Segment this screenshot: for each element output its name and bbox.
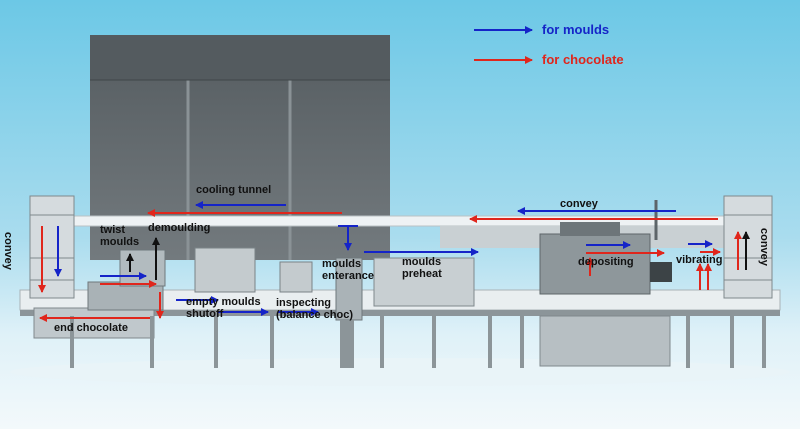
lower-conveyor-rail — [20, 310, 780, 316]
label-vibrating: vibrating — [676, 254, 723, 266]
depositor-machine — [539, 200, 672, 367]
label-end-chocolate: end chocolate — [54, 322, 128, 334]
label-demoulding: demoulding — [148, 222, 211, 234]
machine-legs — [70, 316, 766, 368]
label-empty-moulds-shutoff: empty moulds shutoff — [186, 296, 261, 320]
legend-chocolate-label: for chocolate — [542, 52, 624, 67]
legend-moulds: for moulds — [542, 23, 609, 37]
moulds-entrance-column — [335, 257, 363, 368]
label-moulds-preheat: moulds preheat — [402, 256, 442, 280]
twist-demoulding-machinery — [119, 247, 313, 293]
left-convey-tower — [29, 195, 75, 299]
label-twist-moulds: twist moulds — [100, 224, 140, 248]
right-convey-tower — [723, 195, 773, 299]
label-convey-right: convey — [758, 228, 770, 266]
label-convey-left: convey — [2, 232, 14, 270]
cooling-tunnel-housing — [90, 35, 390, 260]
label-depositing: depositing — [578, 256, 634, 268]
legend-moulds-label: for moulds — [542, 22, 610, 37]
end-chocolate-bed — [33, 307, 155, 339]
label-moulds-enterance: moulds enterance — [322, 258, 374, 282]
preheat-box — [373, 257, 475, 307]
floor-shadow — [10, 358, 790, 386]
label-inspecting: inspecting (balance choc) — [276, 297, 354, 321]
legend-chocolate: for chocolate — [542, 53, 624, 67]
label-cooling-tunnel: cooling tunnel — [196, 184, 272, 196]
label-convey-top: convey — [560, 198, 598, 210]
